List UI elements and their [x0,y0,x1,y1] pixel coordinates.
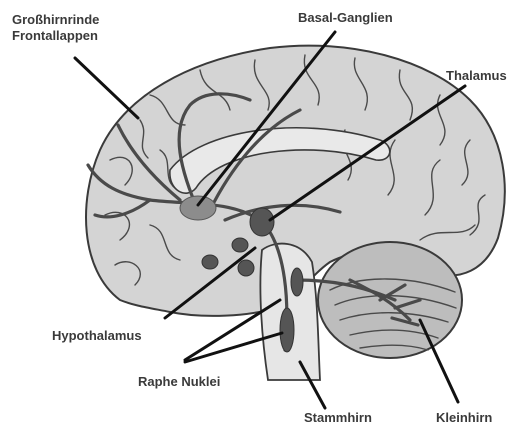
label-thalamus: Thalamus [446,68,507,84]
cerebellum [318,242,462,358]
label-basal-ganglien: Basal-Ganglien [298,10,393,26]
label-stammhirn: Stammhirn [304,410,372,426]
label-hypothalamus: Hypothalamus [52,328,142,344]
label-grosshirnrinde-line1: Großhirnrinde [12,12,99,28]
label-grosshirnrinde-line2: Frontallappen [12,28,99,44]
label-grosshirnrinde: Großhirnrinde Frontallappen [12,12,99,44]
label-raphe-nuklei: Raphe Nuklei [138,374,220,390]
label-kleinhirn: Kleinhirn [436,410,492,426]
pointer-grosshirnrinde [75,58,138,118]
